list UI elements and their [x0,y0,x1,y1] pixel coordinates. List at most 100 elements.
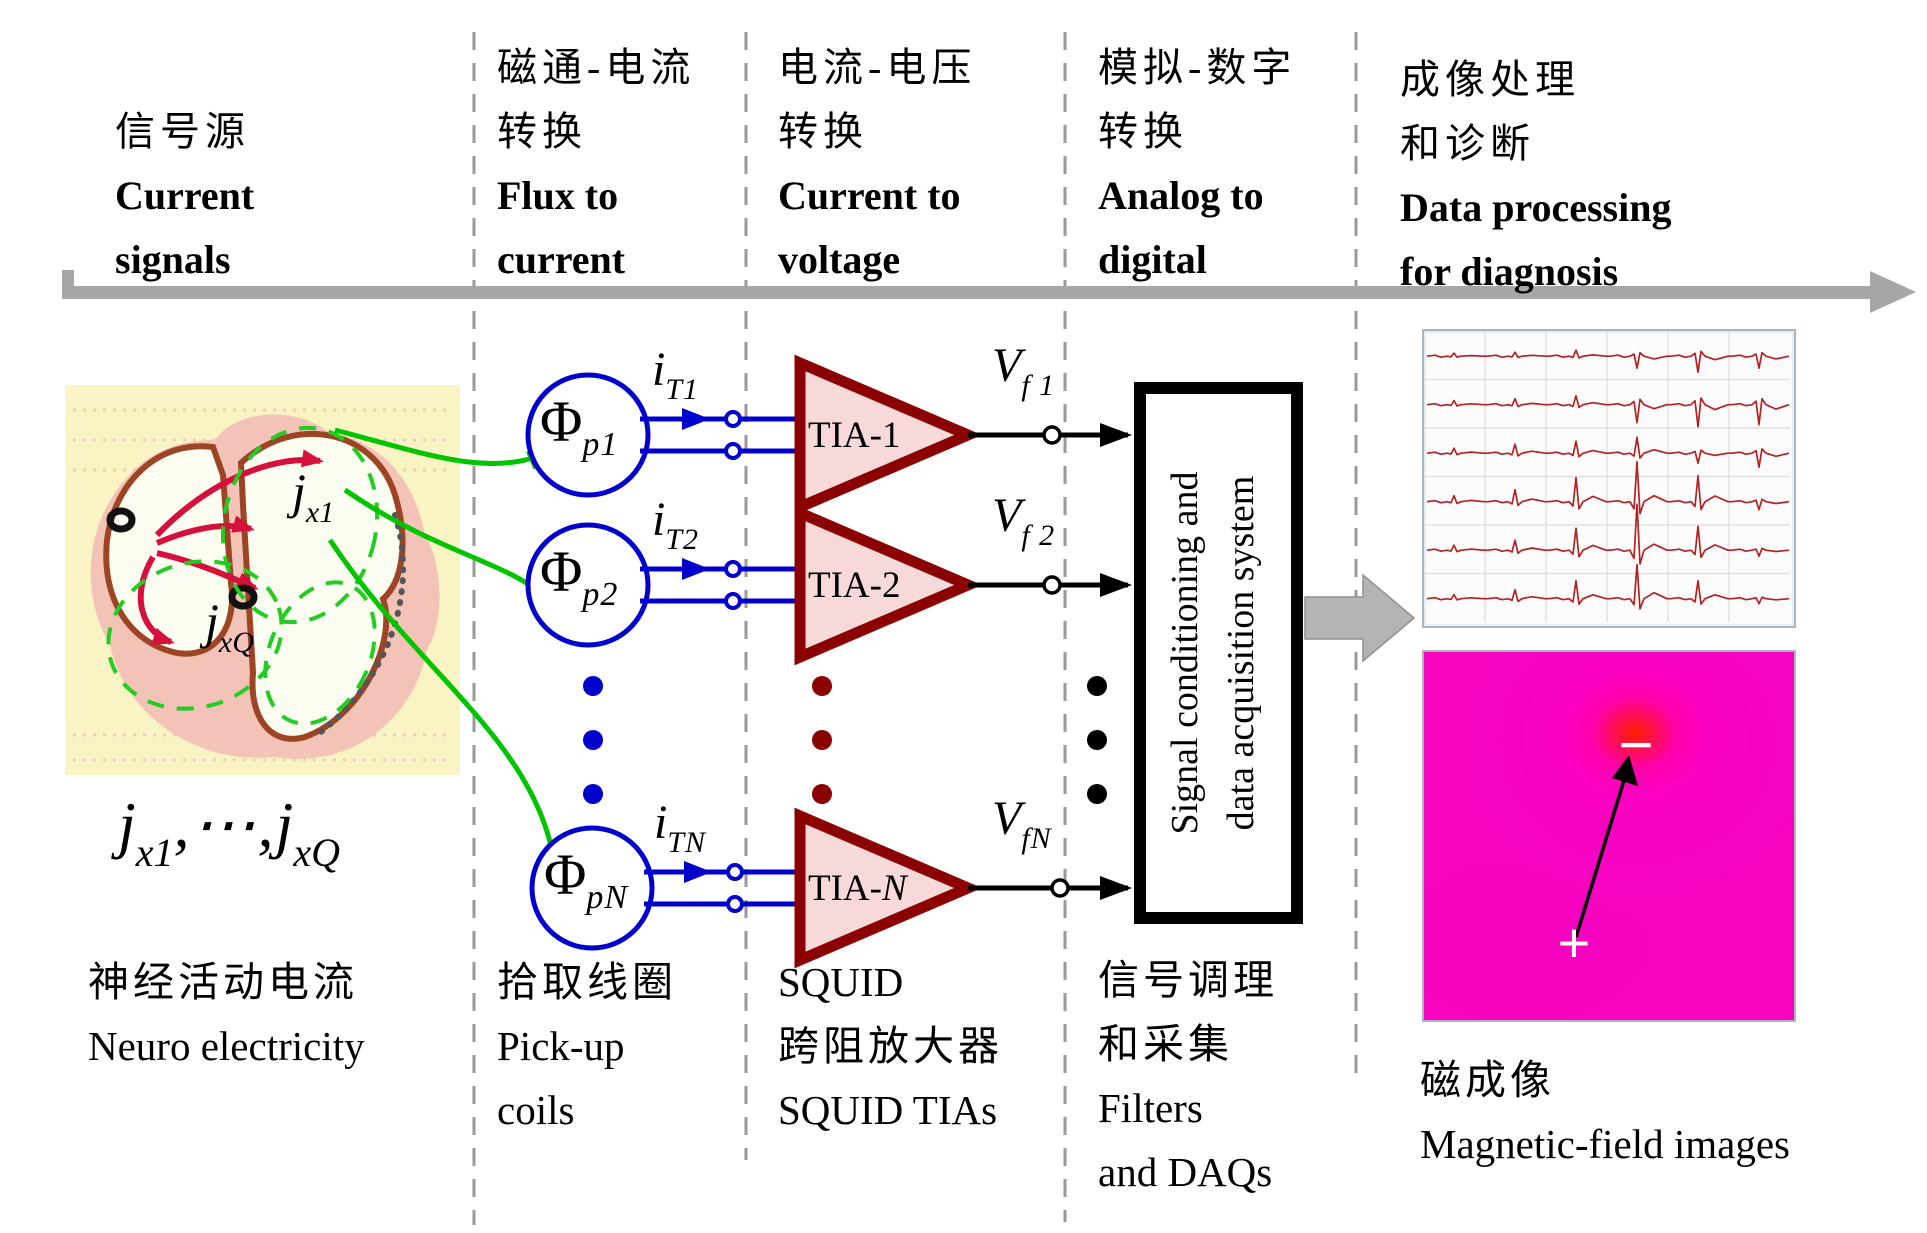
footer-line: coils [497,1087,575,1133]
daq-system-box [1134,382,1303,924]
field-map-panel: + − [1422,650,1796,1022]
voltage-label-N: VfN [992,792,1052,855]
header-line: 转换 [1098,109,1188,154]
header-line: voltage [778,237,901,282]
terminal-icon [724,442,742,460]
tia-text-1: TIA-1 [808,415,901,456]
channel-ellipsis-dots [583,676,1107,804]
mcg-trace-row [1426,394,1790,428]
header-line: 电流-电压 [778,45,977,90]
footer-neuro-electricity: 神经活动电流 Neuro electricity [88,950,365,1078]
mcg-trace-row [1426,503,1790,565]
header-current-signals: 信号源 Current signals [115,100,254,292]
voltage-label-2: Vf 2 [992,489,1056,552]
block-arrow-icon [1304,573,1416,663]
footer-line: Pick-up [497,1023,625,1069]
terminal-icon [724,592,742,610]
header-line: Current to [778,173,961,218]
heart-current-label-Q: jxQ [205,593,254,659]
flux-label-N: ΦpN [544,842,629,916]
dipole-arrowhead-icon [1612,755,1638,786]
footer-line: Filters [1098,1085,1203,1131]
mcg-traces-image [1424,331,1790,622]
mcg-trace-row [1426,436,1790,469]
field-minus-marker: − [1618,711,1654,778]
flux-label-1: Φp1 [540,389,619,463]
terminal-icon [724,560,742,578]
channel-row-1 [525,354,1132,516]
footer-magnetic-images: 磁成像 Magnetic-field images [1420,1048,1790,1176]
tia-text-N: TIA-N [808,868,907,909]
header-line: 成像处理 [1400,57,1580,102]
footer-line: 磁成像 [1420,1057,1555,1103]
header-data-processing: 成像处理 和诊断 Data processing for diagnosis [1400,48,1671,304]
heart-current-label-1: jx1 [292,463,335,529]
mcg-trace-row [1426,460,1790,515]
pickup-coil-1 [525,372,651,498]
footer-line: and DAQs [1098,1149,1273,1195]
terminal-icon [726,895,744,913]
footer-line: 跨阻放大器 [778,1023,1003,1069]
header-line: 转换 [497,109,587,154]
current-label-1: iT1 [652,343,700,406]
pickup-coil-N [529,825,655,951]
header-line: 模拟-数字 [1098,45,1297,90]
header-flux-to-current: 磁通-电流 转换 Flux to current [497,36,695,292]
header-line: for diagnosis [1400,249,1619,294]
current-label-N: iTN [654,796,707,859]
footer-line: SQUID [778,959,904,1005]
heart-node-markers [106,507,258,610]
header-line: digital [1098,237,1207,282]
footer-line: 神经活动电流 [88,959,358,1005]
header-line: Data processing [1400,185,1672,230]
flux-label-2: Φp2 [540,539,619,613]
tia-text-2: TIA-2 [808,565,901,606]
flux-arrow-1 [334,427,554,470]
terminal-icon [724,410,742,428]
timeline-arrow [62,270,1916,313]
tia-amplifier-2 [794,504,982,666]
header-line: Analog to [1098,173,1264,218]
header-line: Flux to [497,173,619,218]
current-loop-ellipses [106,425,380,726]
terminal-icon [1050,878,1070,898]
mcg-traces-panel [1422,329,1796,628]
header-current-to-voltage: 电流-电压 转换 Current to voltage [778,36,976,292]
source-currents-formula: jx1,⋯,jxQ [118,789,340,875]
current-label-2: iT2 [652,493,700,556]
footer-line: Magnetic-field images [1420,1121,1791,1167]
terminal-icon [726,863,744,881]
heart-conduction-arrows [137,449,324,646]
mcg-trace-row [1426,349,1790,374]
field-plus-marker: + [1557,911,1591,974]
footer-filters-daqs: 信号调理 和采集 Filters and DAQs [1098,948,1278,1204]
terminal-icon [1042,575,1062,595]
channel-row-2 [525,504,1132,666]
header-line: signals [115,237,231,282]
field-map-image [1424,652,1794,1020]
dipole-arrow-overlay [1574,755,1638,938]
voltage-label-1: Vf 1 [992,339,1056,402]
daq-box-label: Signal conditioning and data acquisition… [1164,471,1262,835]
header-analog-to-digital: 模拟-数字 转换 Analog to digital [1098,36,1296,292]
footer-line: 和采集 [1098,1021,1233,1067]
heart-dotted-outline [314,512,407,738]
footer-line: Neuro electricity [88,1023,365,1069]
heart-right-chamber [237,430,406,742]
column-dividers [472,32,1358,1225]
header-line: 磁通-电流 [497,45,696,90]
pickup-coil-2 [525,522,651,648]
channel-row-N [529,807,1132,969]
timeline-arrowhead-icon [1870,271,1916,313]
header-line: 转换 [778,109,868,154]
terminal-icon [1042,425,1062,445]
footer-line: 信号调理 [1098,957,1278,1003]
header-line: 和诊断 [1400,121,1535,166]
mcg-trace-row [1426,563,1790,610]
header-line: Current [115,173,255,218]
footer-line: 拾取线圈 [497,959,677,1005]
footer-line: SQUID TIAs [778,1087,998,1133]
header-line: 信号源 [115,109,250,154]
